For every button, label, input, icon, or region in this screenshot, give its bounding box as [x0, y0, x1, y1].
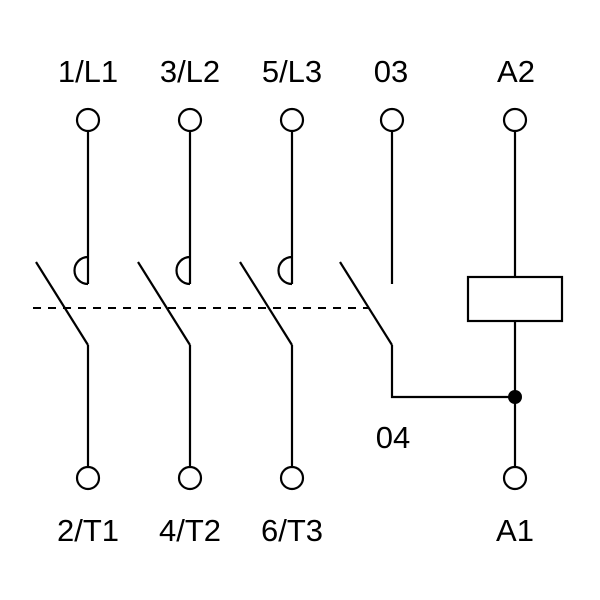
- contact-arc: [73, 255, 89, 286]
- terminal-circle-bottom: [279, 465, 305, 491]
- terminal-label-top: 03: [374, 54, 408, 89]
- terminal-label-top: 5/L3: [262, 54, 322, 89]
- contact-blade: [137, 261, 191, 346]
- auxiliary-contact: 03 04: [339, 54, 515, 455]
- contact-blade: [35, 261, 89, 346]
- wire-to-junction: [390, 345, 515, 399]
- contact-arc: [277, 255, 293, 286]
- contact-blade: [239, 261, 293, 346]
- terminal-circle-top: [379, 107, 405, 133]
- terminal-circle-top: [279, 107, 305, 133]
- terminal-label-bottom: A1: [496, 513, 534, 548]
- terminal-circle-bottom: [177, 465, 203, 491]
- terminal-circle-bottom: [75, 465, 101, 491]
- terminal-circle-top: [75, 107, 101, 133]
- terminal-circle-bottom: [502, 465, 528, 491]
- terminal-label-top: 1/L1: [58, 54, 118, 89]
- terminal-label-bottom: 4/T2: [159, 513, 221, 548]
- terminal-circle-top: [502, 107, 528, 133]
- terminal-circle-top: [177, 107, 203, 133]
- terminal-label-bottom: 6/T3: [261, 513, 323, 548]
- junction-dot: [508, 390, 522, 404]
- coil-symbol: [466, 275, 564, 323]
- terminal-label-top: 3/L2: [160, 54, 220, 89]
- terminal-label-top: A2: [497, 54, 535, 89]
- pole-3: 5/L3 6/T3: [239, 54, 323, 548]
- coil-branch: A2 A1: [466, 54, 564, 548]
- pole-1: 1/L1 2/T1: [35, 54, 119, 548]
- terminal-label-bottom: 04: [376, 420, 410, 455]
- contact-arc: [175, 255, 191, 286]
- terminal-label-bottom: 2/T1: [57, 513, 119, 548]
- contact-blade: [339, 261, 393, 346]
- pole-2: 3/L2 4/T2: [137, 54, 221, 548]
